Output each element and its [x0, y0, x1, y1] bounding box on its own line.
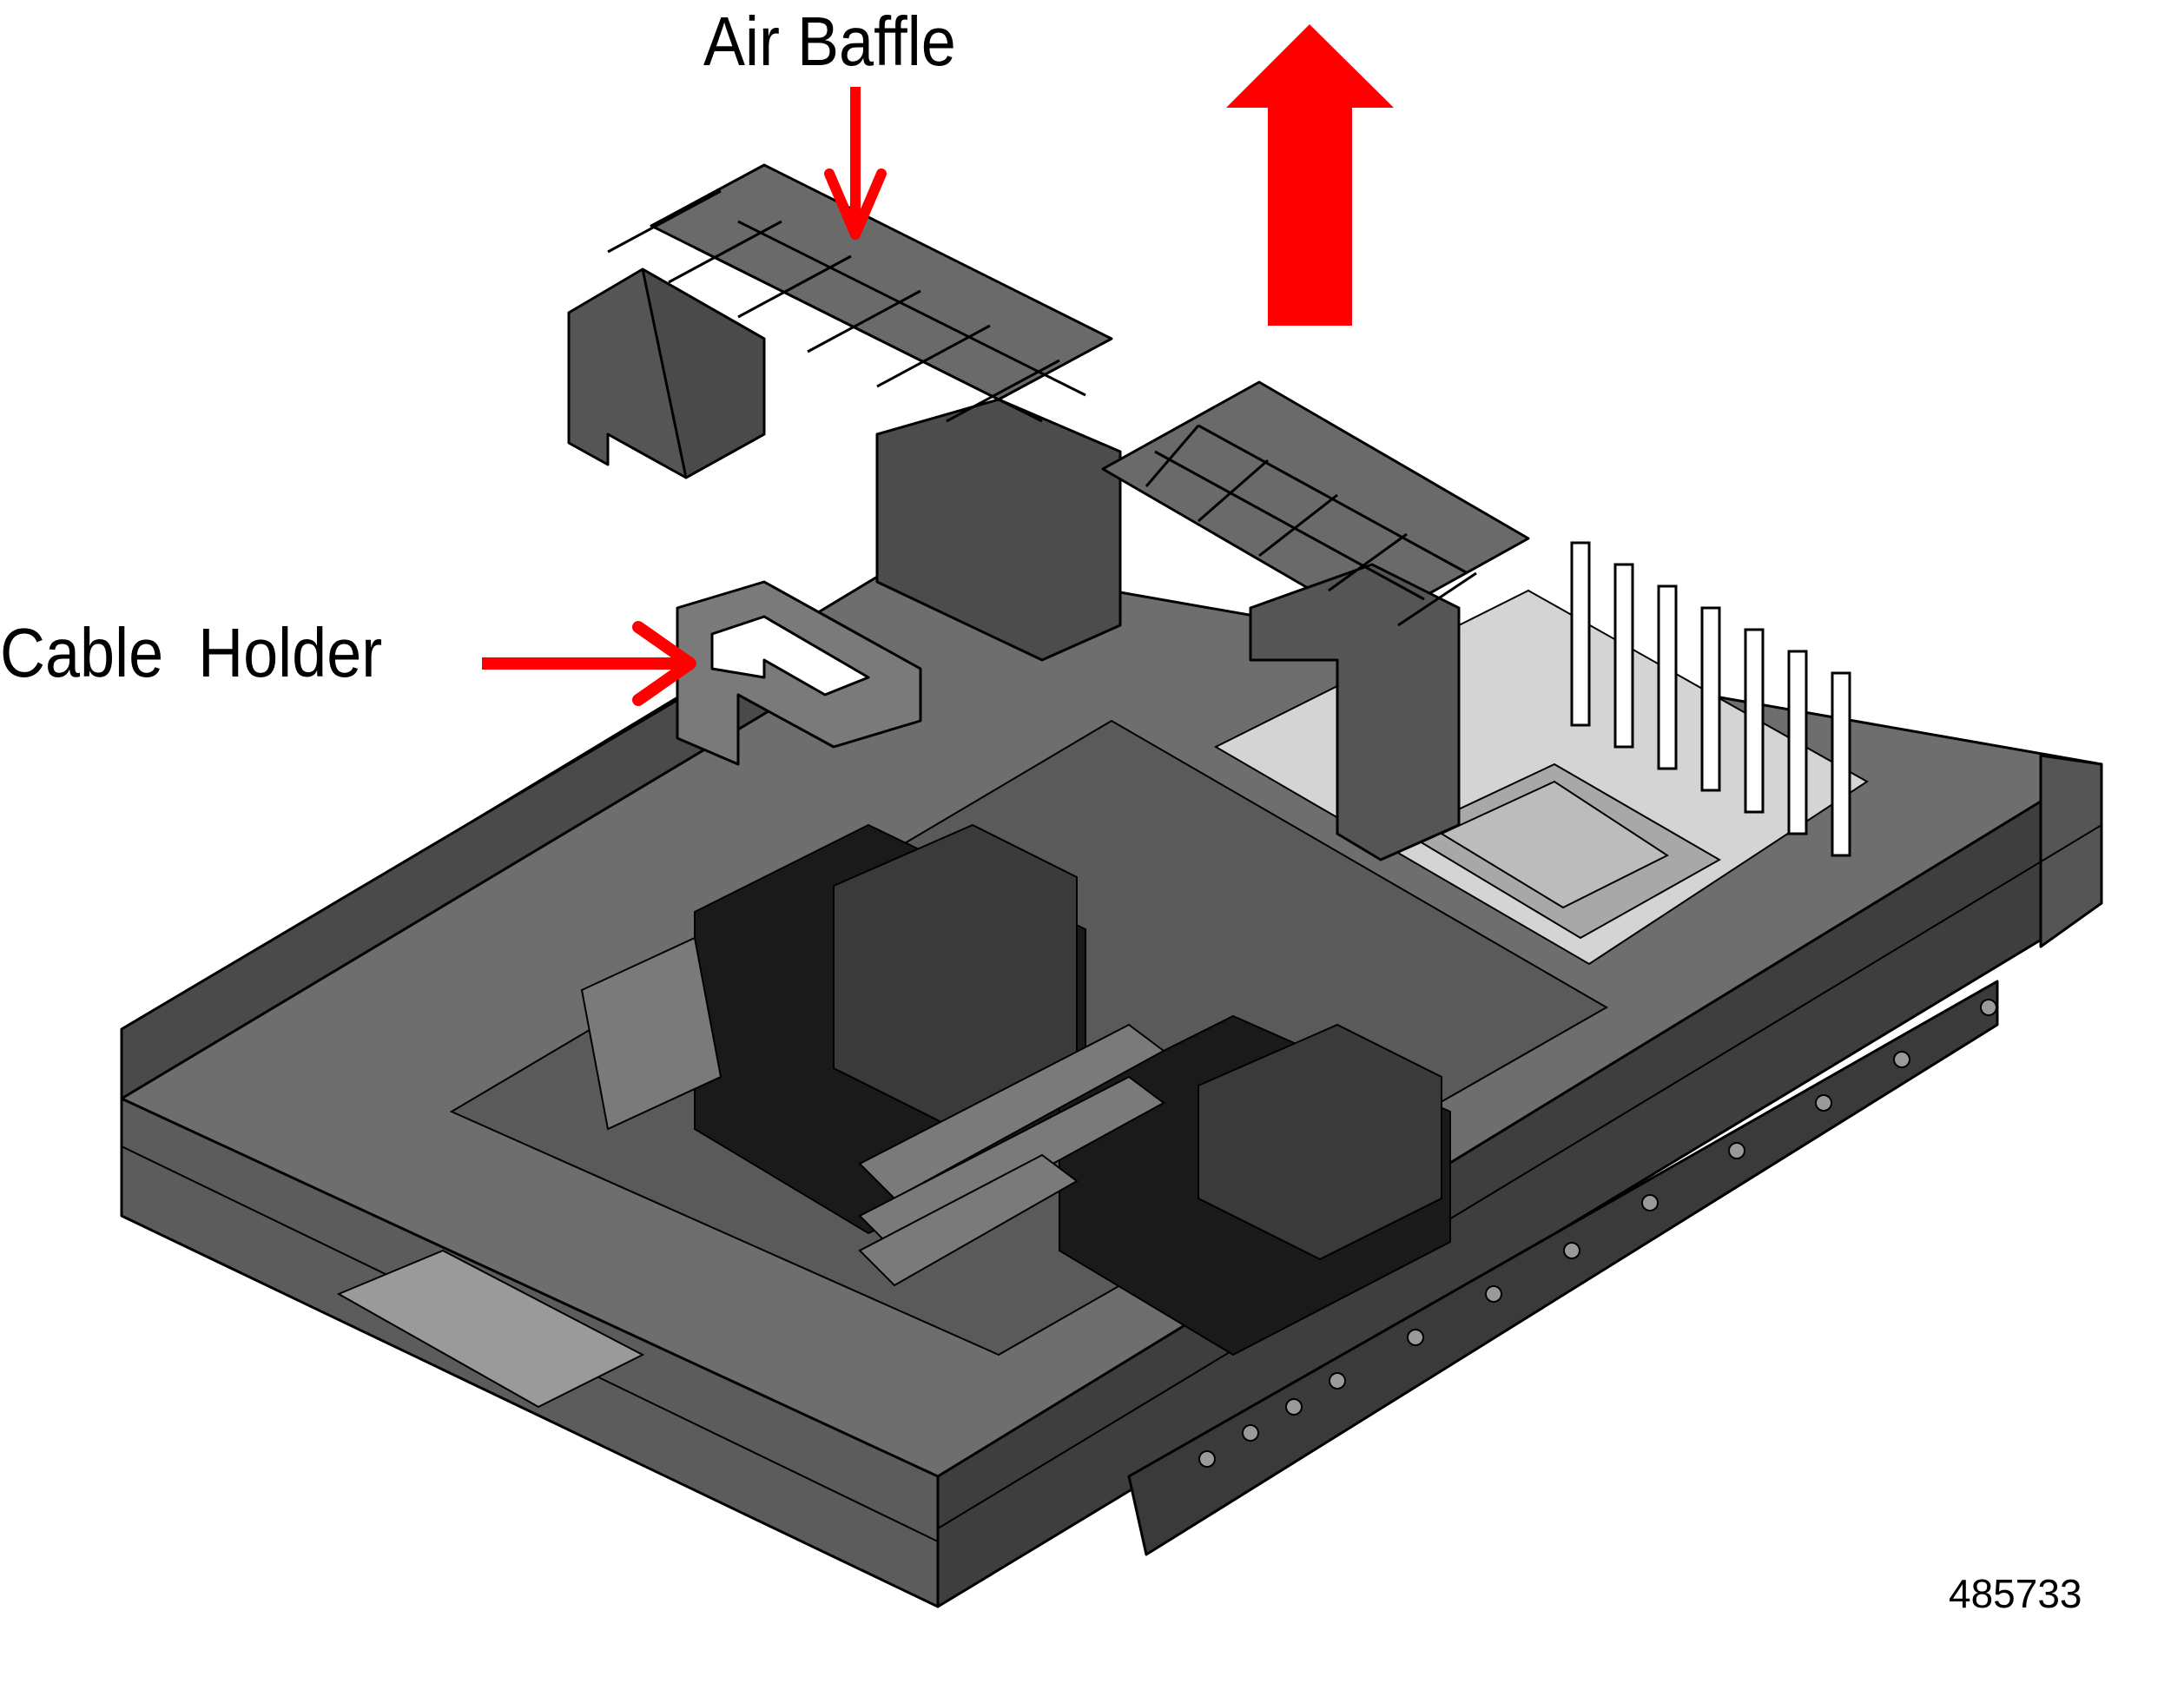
front-io-board: [336, 1249, 645, 1409]
air-baffle-label: Air Baffle: [703, 3, 956, 80]
lower-skirt: [1127, 980, 1999, 1556]
cable-holder-callout-arrow: [482, 621, 696, 706]
side-wall-screws: [1198, 999, 1997, 1468]
air-baffle-callout-arrow: [824, 87, 887, 240]
pcie-slots: [1570, 541, 1851, 857]
cpu-heatsinks: [694, 823, 1451, 1357]
baffle-grille-lines: [607, 189, 1477, 627]
cable-holder-label: Cable Holder: [0, 614, 383, 691]
baffle-right-grille: [1101, 380, 1530, 627]
baffle-right-duct: [1249, 563, 1461, 862]
chassis-tray: [120, 554, 2103, 1608]
lift-up-arrow-icon: [1226, 24, 1394, 326]
dimm-banks: [580, 936, 1165, 1287]
rear-panel: [2039, 754, 2103, 948]
figure-number: 485733: [1949, 1571, 2082, 1616]
